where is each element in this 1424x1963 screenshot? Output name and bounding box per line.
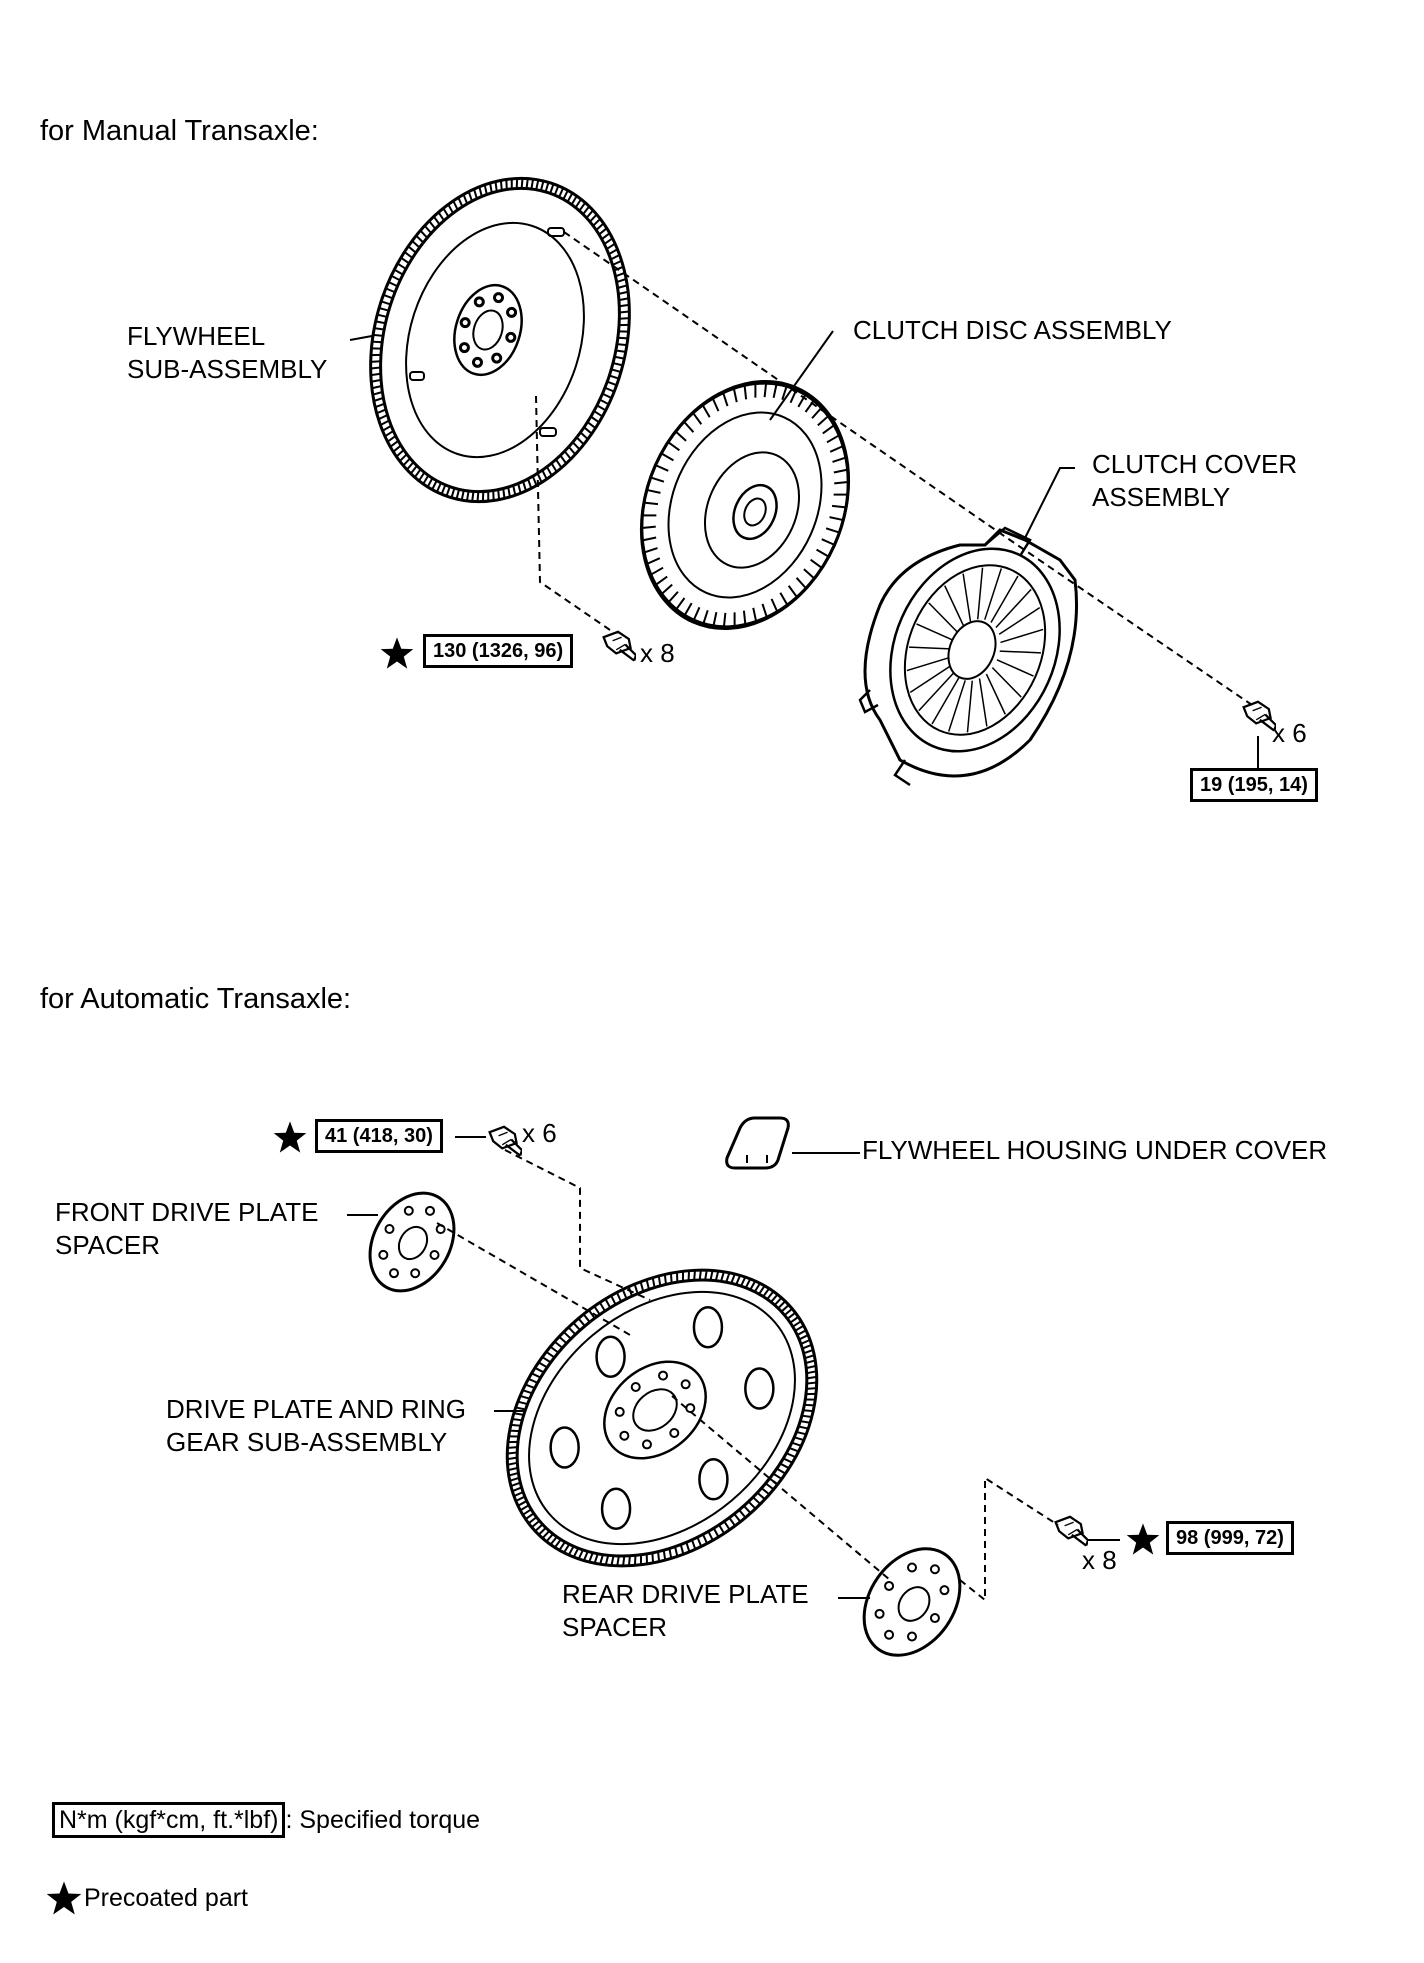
front-bolt-torque: 41 (418, 30) [315, 1119, 443, 1153]
front-bolt-qty: x 6 [522, 1118, 557, 1148]
housing-cover-drawing [725, 1116, 790, 1170]
bolt-icon [602, 630, 636, 662]
legend-precoated: Precoated part [46, 1880, 248, 1916]
star-icon [380, 637, 414, 669]
cover-bolt-torque: 19 (195, 14) [1190, 768, 1318, 802]
star-icon [1126, 1523, 1160, 1555]
flywheel-label: FLYWHEEL SUB-ASSEMBLY [127, 321, 328, 384]
legend-torque-unit: N*m (kgf*cm, ft.*lbf) [52, 1802, 286, 1838]
front-spacer-label: FRONT DRIVE PLATE SPACER [55, 1197, 319, 1260]
clutch-cover-drawing [858, 526, 1079, 787]
clutch-disc-label: CLUTCH DISC ASSEMBLY [853, 315, 1172, 345]
rear-bolt-qty: x 8 [1082, 1545, 1117, 1575]
clutch-disc-drawing [639, 379, 851, 631]
drive-plate-drawing [505, 1268, 819, 1568]
rear-spacer-label: REAR DRIVE PLATE SPACER [562, 1579, 809, 1642]
legend-torque: N*m (kgf*cm, ft.*lbf) : Specified torque [52, 1802, 480, 1838]
cover-bolt-qty: x 6 [1272, 718, 1307, 748]
flywheel-bolt-qty: x 8 [640, 638, 675, 668]
front-spacer-drawing [368, 1191, 456, 1293]
flywheel-bolt-torque: 130 (1326, 96) [423, 634, 574, 668]
flywheel-drawing [369, 176, 631, 504]
manual-section-heading: for Manual Transaxle: [40, 115, 319, 147]
bolt-icon [1054, 1515, 1088, 1547]
automatic-section-heading: for Automatic Transaxle: [40, 983, 352, 1015]
legend-torque-desc: : Specified torque [285, 1805, 481, 1834]
star-icon [273, 1121, 307, 1153]
legend-precoated-desc: Precoated part [84, 1883, 248, 1912]
rear-spacer-drawing [862, 1547, 962, 1657]
rear-bolt-torque: 98 (999, 72) [1166, 1521, 1294, 1555]
star-icon [46, 1881, 82, 1915]
clutch-cover-label: CLUTCH COVER ASSEMBLY [1092, 449, 1298, 512]
drive-plate-label: DRIVE PLATE AND RING GEAR SUB-ASSEMBLY [166, 1394, 467, 1457]
housing-cover-label: FLYWHEEL HOUSING UNDER COVER [862, 1135, 1328, 1165]
